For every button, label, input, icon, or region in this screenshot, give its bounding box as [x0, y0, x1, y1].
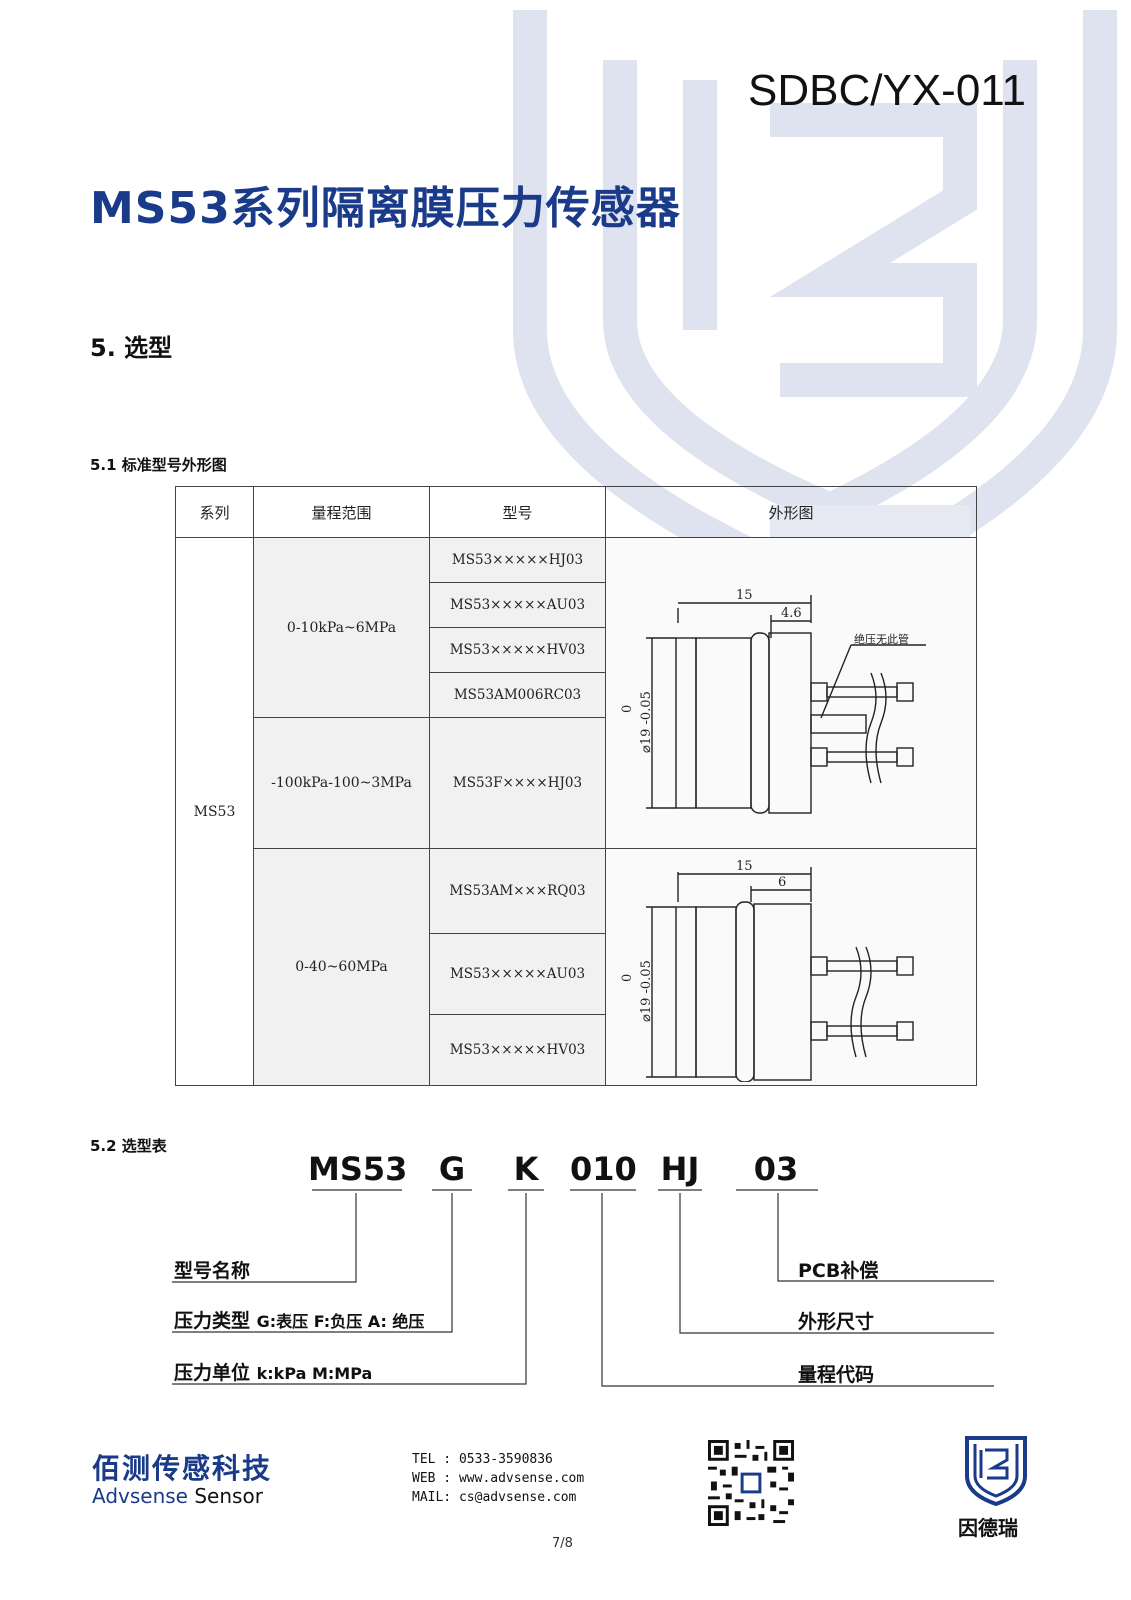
model-cell: MS53AM×××RQ03: [429, 848, 606, 934]
qr-code-icon: [708, 1440, 794, 1526]
dim-part-2: 6: [778, 875, 786, 890]
outline-drawing-1: 15 4.6 绝压无此管 0 ⌀19 -0.05: [605, 537, 977, 849]
label-pressure-unit-desc: k:kPa M:MPa: [256, 1364, 373, 1383]
model-cell: MS53AM006RC03: [429, 672, 606, 718]
page-number: 7/8: [552, 1536, 573, 1551]
dim-total-2: 15: [736, 859, 753, 874]
model-cell: MS53×××××AU03: [429, 933, 606, 1015]
model-cell: MS53×××××AU03: [429, 582, 606, 628]
dia-top-1: 0: [620, 705, 635, 713]
document-code: SDBC/YX-011: [748, 66, 1026, 115]
label-model-name: 型号名称: [174, 1260, 251, 1282]
label-pcb: PCB补偿: [798, 1260, 879, 1282]
company-logo-text: 因德瑞: [958, 1516, 1018, 1540]
label-shape-size: 外形尺寸: [798, 1311, 875, 1333]
label-pressure-unit: 压力单位 k:kPa M:MPa: [174, 1358, 372, 1385]
label-pressure-unit-title: 压力单位: [174, 1362, 251, 1384]
label-pressure-type-title: 压力类型: [174, 1310, 251, 1332]
range-cell-1: 0-10kPa~6MPa: [253, 537, 430, 718]
code-part-pcb: 03: [753, 1150, 799, 1188]
brand-name-cn: 佰测传感科技: [92, 1452, 273, 1485]
label-pressure-type: 压力类型 G:表压 F:负压 A: 绝压: [174, 1306, 424, 1333]
model-cell: MS53×××××HV03: [429, 1014, 606, 1086]
model-cell: MS53×××××HV03: [429, 627, 606, 673]
table-header-row: 系列 量程范围 型号 外形图: [175, 486, 977, 538]
label-pressure-type-desc: G:表压 F:负压 A: 绝压: [256, 1312, 425, 1331]
code-part-pressure-type: G: [438, 1150, 466, 1188]
range-cell-2: -100kPa-100~3MPa: [253, 717, 430, 849]
model-cell: MS53×××××HJ03: [429, 537, 606, 583]
note-abs-pressure: 绝压无此管: [854, 632, 909, 646]
brand-en-advsense: Advsense: [92, 1484, 188, 1508]
dim-part-1: 4.6: [781, 606, 802, 621]
contact-mail[interactable]: MAIL: cs@advsense.com: [412, 1490, 576, 1505]
web-label: WEB :: [412, 1471, 452, 1486]
dia-label-1: ⌀19 -0.05: [639, 691, 654, 753]
sensor-drawing-2: 15 6 0 ⌀19 -0.05: [620, 859, 914, 1082]
range-cell-3: 0-40~60MPa: [253, 848, 430, 1086]
header-series: 系列: [175, 486, 254, 538]
mail-value[interactable]: cs@advsense.com: [458, 1490, 577, 1505]
code-part-range: 010: [570, 1150, 637, 1188]
model-cell: MS53F××××HJ03: [429, 717, 606, 849]
subsection-heading-outline: 5.1 标准型号外形图: [90, 456, 227, 474]
dim-total-1: 15: [736, 588, 753, 603]
header-outline: 外形图: [605, 486, 977, 538]
brand-en-sensor: Sensor: [188, 1484, 263, 1508]
tel-value: 0533-3590836: [458, 1452, 553, 1467]
sensor-drawing-1: 15 4.6 绝压无此管 0 ⌀19 -0.05: [620, 588, 926, 814]
contact-web[interactable]: WEB : www.advsense.com: [412, 1471, 584, 1486]
web-value[interactable]: www.advsense.com: [458, 1471, 585, 1486]
model-outline-table: 系列 量程范围 型号 外形图 MS53 0-10kPa~6MPa MS53×××…: [175, 486, 977, 1086]
code-part-series: MS53: [308, 1150, 408, 1188]
brand-name-en: Advsense Sensor: [92, 1484, 263, 1508]
contact-tel: TEL : 0533-3590836: [412, 1452, 553, 1467]
company-logo-icon: [965, 1436, 1027, 1507]
tel-label: TEL :: [412, 1452, 452, 1467]
subsection-heading-selection: 5.2 选型表: [90, 1137, 167, 1155]
code-part-shape: HJ: [660, 1150, 700, 1188]
outline-drawing-2: 15 6 0 ⌀19 -0.05: [605, 848, 977, 1086]
label-range-code: 量程代码: [798, 1364, 875, 1386]
page-title: MS53系列隔离膜压力传感器: [90, 183, 681, 234]
code-part-unit: K: [513, 1150, 539, 1188]
section-heading: 5. 选型: [90, 334, 173, 362]
dia-label-2: ⌀19 -0.05: [639, 960, 654, 1022]
mail-label: MAIL:: [412, 1490, 452, 1505]
dia-top-2: 0: [620, 974, 635, 982]
